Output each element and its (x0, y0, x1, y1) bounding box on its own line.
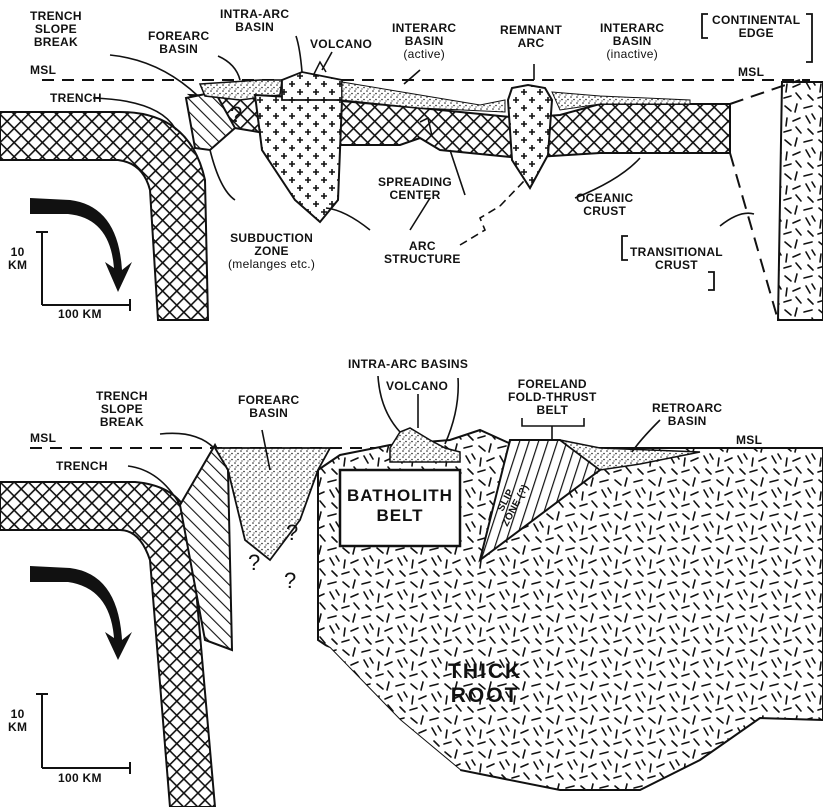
bottom-question-mark-1: ? (286, 526, 299, 539)
top-arc-structure (255, 95, 342, 222)
top-remnant-arc (508, 85, 552, 188)
bottom-intra-arc-basins-label: INTRA-ARC BASINS (348, 358, 468, 371)
bottom-question-mark-2: ? (248, 556, 261, 569)
bottom-scale-bars (36, 694, 130, 774)
bottom-volcano-label: VOLCANO (386, 380, 448, 393)
top-msl-left-label: MSL (30, 64, 56, 77)
bottom-question-mark-3: ? (284, 574, 297, 587)
top-msl-right-label: MSL (738, 66, 764, 79)
top-trench-label: TRENCH (50, 92, 102, 105)
bottom-trench-label: TRENCH (56, 460, 108, 473)
top-continental-crust (778, 82, 823, 320)
bottom-section (0, 376, 823, 807)
top-subduction-arrow (30, 198, 132, 292)
top-subducting-slab (0, 112, 208, 320)
top-volcano-label: VOLCANO (310, 38, 372, 51)
bottom-scale-horizontal-label: 100 KM (58, 772, 102, 785)
top-scale-horizontal-label: 100 KM (58, 308, 102, 321)
bottom-subducting-slab (0, 482, 215, 807)
bottom-subduction-arrow (30, 566, 132, 660)
top-volcano (282, 72, 342, 100)
top-question-mark: ? (230, 108, 243, 121)
bottom-msl-left-label: MSL (30, 432, 56, 445)
bottom-msl-right-label: MSL (736, 434, 762, 447)
bottom-forearc-basin (215, 448, 330, 560)
